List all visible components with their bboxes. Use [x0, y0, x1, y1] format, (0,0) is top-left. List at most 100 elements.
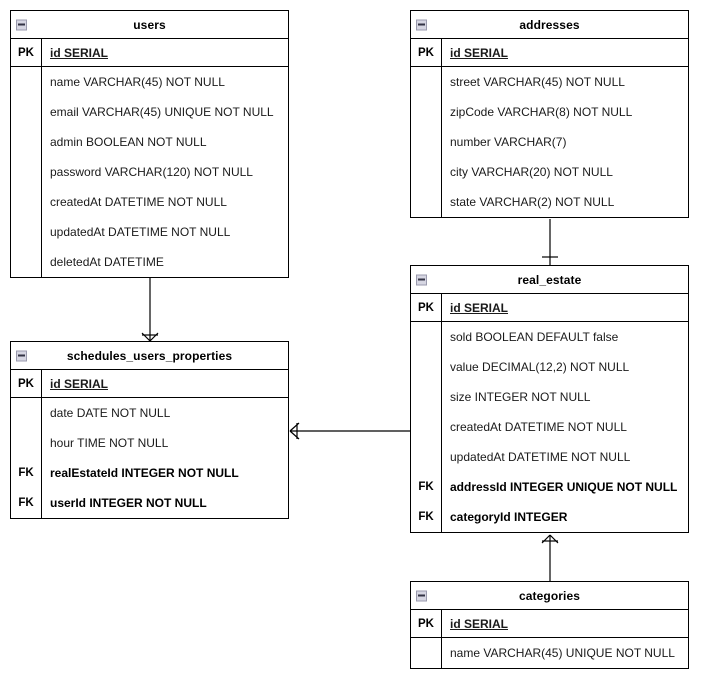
row-attr-label: id SERIAL — [450, 300, 509, 315]
entity-categories[interactable]: categories PK id SERIAL name VARCHAR(45)… — [410, 581, 689, 669]
table-row: PK id SERIAL — [11, 370, 288, 398]
row-key-label — [411, 187, 441, 217]
row-key-label — [11, 217, 41, 247]
table-row: PK id SERIAL — [411, 39, 688, 67]
row-attr-label: id SERIAL — [50, 376, 109, 391]
entity-users[interactable]: users PK id SERIAL name VARCHAR(45) NOT … — [10, 10, 289, 278]
table-row: name VARCHAR(45) UNIQUE NOT NULL — [450, 646, 675, 660]
attribute-key-column: FK FK — [411, 322, 442, 532]
attribute-block: FK FK date DATE NOT NULL hour TIME NOT N… — [11, 398, 288, 518]
row-key-label: FK — [18, 497, 34, 509]
table-row: PK id SERIAL — [411, 610, 688, 638]
row-key-label: PK — [411, 294, 442, 321]
attribute-value-column: sold BOOLEAN DEFAULT false value DECIMAL… — [442, 322, 688, 532]
row-key-label — [411, 382, 441, 412]
row-key-label — [11, 97, 41, 127]
row-key-label: FK — [418, 481, 434, 493]
table-row: PK id SERIAL — [411, 294, 688, 322]
row-key-label — [411, 638, 441, 668]
attribute-block: name VARCHAR(45) NOT NULL email VARCHAR(… — [11, 67, 288, 277]
collapse-minus-icon[interactable] — [416, 590, 427, 601]
row-key-label — [411, 322, 441, 352]
row-key-label — [11, 428, 41, 458]
connector-users-to-schedules[interactable] — [128, 278, 172, 346]
entity-addresses-header: addresses — [411, 11, 688, 39]
table-row: updatedAt DATETIME NOT NULL — [450, 450, 631, 464]
table-row: deletedAt DATETIME — [50, 255, 164, 269]
row-attr-label: id SERIAL — [50, 45, 109, 60]
table-row: email VARCHAR(45) UNIQUE NOT NULL — [50, 105, 274, 119]
table-row: zipCode VARCHAR(8) NOT NULL — [450, 105, 633, 119]
table-row: size INTEGER NOT NULL — [450, 390, 591, 404]
entity-addresses[interactable]: addresses PK id SERIAL street VARCHAR(45… — [410, 10, 689, 218]
row-key-label — [11, 247, 41, 277]
row-attr-label: id SERIAL — [450, 45, 509, 60]
table-row: state VARCHAR(2) NOT NULL — [450, 195, 615, 209]
connector-schedules-to-real-estate[interactable] — [285, 417, 415, 445]
row-key-label: PK — [411, 610, 442, 637]
row-key-label: PK — [411, 39, 442, 66]
row-key-label: PK — [11, 370, 42, 397]
collapse-minus-icon[interactable] — [416, 19, 427, 30]
attribute-value-column: date DATE NOT NULL hour TIME NOT NULL re… — [42, 398, 288, 518]
entity-users-header: users — [11, 11, 288, 39]
entity-schedules-users-properties-header: schedules_users_properties — [11, 342, 288, 370]
row-key-label: FK — [418, 511, 434, 523]
row-key-label — [11, 398, 41, 428]
entity-addresses-title: addresses — [519, 17, 580, 32]
table-row: createdAt DATETIME NOT NULL — [50, 195, 227, 209]
attribute-key-column: FK FK — [11, 398, 42, 518]
table-row: admin BOOLEAN NOT NULL — [50, 135, 207, 149]
entity-categories-header: categories — [411, 582, 688, 610]
attribute-value-column: street VARCHAR(45) NOT NULL zipCode VARC… — [442, 67, 688, 217]
collapse-minus-icon[interactable] — [16, 350, 27, 361]
row-key-label: FK — [18, 467, 34, 479]
table-row: street VARCHAR(45) NOT NULL — [450, 75, 625, 89]
collapse-minus-icon[interactable] — [16, 19, 27, 30]
row-key-label — [11, 187, 41, 217]
entity-schedules-users-properties-title: schedules_users_properties — [66, 348, 233, 363]
table-row: number VARCHAR(7) — [450, 135, 567, 149]
table-row: name VARCHAR(45) NOT NULL — [50, 75, 225, 89]
entity-real-estate-header: real_estate — [411, 266, 688, 294]
row-key-label: PK — [11, 39, 42, 66]
entity-categories-title: categories — [518, 588, 581, 603]
table-row: categoryId INTEGER — [450, 510, 568, 524]
connector-categories-to-real-estate[interactable] — [533, 531, 567, 585]
entity-schedules-users-properties[interactable]: schedules_users_properties PK id SERIAL … — [10, 341, 289, 519]
attribute-block: name VARCHAR(45) UNIQUE NOT NULL — [411, 638, 688, 668]
row-key-label — [11, 157, 41, 187]
table-row: password VARCHAR(120) NOT NULL — [50, 165, 253, 179]
collapse-minus-icon[interactable] — [416, 274, 427, 285]
table-row: sold BOOLEAN DEFAULT false — [450, 330, 619, 344]
attribute-block: FK FK sold BOOLEAN DEFAULT false value D… — [411, 322, 688, 532]
entity-real-estate-title: real_estate — [517, 272, 582, 287]
entity-users-title: users — [133, 17, 166, 32]
row-key-label — [411, 127, 441, 157]
row-key-label — [411, 412, 441, 442]
row-attr-label: id SERIAL — [450, 616, 509, 631]
attribute-value-column: name VARCHAR(45) NOT NULL email VARCHAR(… — [42, 67, 288, 277]
table-row: createdAt DATETIME NOT NULL — [450, 420, 627, 434]
connector-addresses-to-real-estate[interactable] — [533, 219, 567, 269]
table-row: hour TIME NOT NULL — [50, 436, 169, 450]
table-row: userId INTEGER NOT NULL — [50, 496, 207, 510]
row-key-label — [411, 442, 441, 472]
row-key-label — [11, 127, 41, 157]
table-row: date DATE NOT NULL — [50, 406, 171, 420]
row-key-label — [411, 352, 441, 382]
attribute-block: street VARCHAR(45) NOT NULL zipCode VARC… — [411, 67, 688, 217]
attribute-key-column — [411, 638, 442, 668]
table-row: realEstateId INTEGER NOT NULL — [50, 466, 239, 480]
table-row: PK id SERIAL — [11, 39, 288, 67]
table-row: value DECIMAL(12,2) NOT NULL — [450, 360, 630, 374]
table-row: city VARCHAR(20) NOT NULL — [450, 165, 613, 179]
attribute-value-column: name VARCHAR(45) UNIQUE NOT NULL — [442, 638, 688, 668]
attribute-key-column — [411, 67, 442, 217]
row-key-label — [11, 67, 41, 97]
entity-real-estate[interactable]: real_estate PK id SERIAL FK FK sold BOOL… — [410, 265, 689, 533]
attribute-key-column — [11, 67, 42, 277]
row-key-label — [411, 97, 441, 127]
table-row: addressId INTEGER UNIQUE NOT NULL — [450, 480, 678, 494]
